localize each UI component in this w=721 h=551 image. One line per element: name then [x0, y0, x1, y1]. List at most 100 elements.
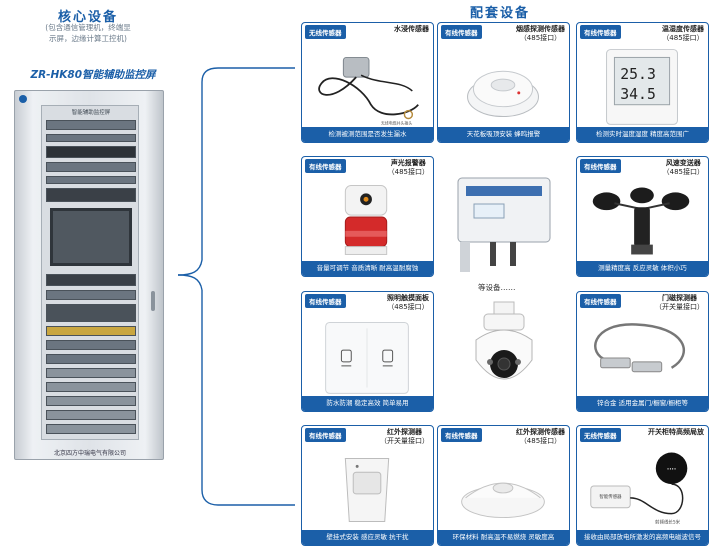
device-label: 智能传感器 [599, 493, 622, 500]
card-name: 风速变送器（485接口） [663, 159, 704, 177]
card-tag: 有线传感器 [580, 25, 621, 39]
rack-unit [46, 274, 136, 286]
card-interface: （开关量接口） [380, 437, 429, 445]
svg-text:••••: •••• [667, 466, 676, 471]
control-cabinet-image: 智能辅助监控屏 北京四方中瑞电气有限公司 [14, 90, 164, 460]
card-pir-detector: 有线传感器 红外探测器（开关量接口） 壁挂式安装 感应灵敏 抗干扰 [301, 425, 434, 546]
temperature-humidity-sensor-icon: 25.3 34.5 [606, 49, 678, 125]
card-name-text: 照明触摸面板 [387, 294, 429, 302]
card-caption: 锌合金 适用金属门/橱窗/橱柜等 [577, 396, 708, 411]
card-caption: 测量精度高 反应灵敏 体积小巧 [577, 261, 708, 276]
alarm-siren-icon [344, 185, 388, 255]
card-uhf-partial-discharge: 无线传感器 开关柜特高频局放 •••• 智能传感器 射频线长5米 接收由局部放电… [576, 425, 709, 546]
cabinet-label: 智能辅助监控屏 [71, 110, 111, 116]
card-caption: 天花板吸顶安装 蜂鸣报警 [438, 127, 569, 142]
card-name-text: 温湿度传感器 [662, 25, 704, 33]
company-name: 北京四方中瑞电气有限公司 [53, 450, 126, 457]
card-name-text: 红外探测器 [387, 428, 422, 436]
card-name: 红外探测器（开关量接口） [380, 428, 429, 446]
card-caption: 检测被测范围是否发生漏水 [302, 127, 433, 142]
card-name: 声光报警器（485接口） [388, 159, 429, 177]
matching-equipment-title: 配套设备 [469, 6, 530, 21]
rack-unit [46, 120, 136, 130]
card-name: 温湿度传感器（485接口） [662, 25, 704, 43]
touch-panel-icon [325, 322, 409, 394]
uhf-partial-discharge-icon: •••• 智能传感器 射频线长5米 [590, 452, 688, 525]
card-caption: 防水防潮 稳定高效 简单易用 [302, 396, 433, 411]
card-name: 照明触摸面板（485接口） [387, 294, 429, 312]
rack-unit [46, 188, 136, 202]
wire-note: 无线电缆并头插头 [381, 120, 412, 125]
card-temperature-humidity-sensor: 有线传感器 温湿度传感器（485接口） 25.3 34.5 检测实时温度湿度 精… [576, 22, 709, 143]
card-name-text: 风速变送器 [665, 159, 701, 167]
card-tag: 无线传感器 [580, 428, 621, 442]
smoke-detector-icon [467, 70, 539, 118]
water-leak-sensor-icon: 无线电缆并头插头 [318, 56, 419, 125]
display-screen [50, 208, 132, 266]
etc-label: 等设备…… [478, 283, 516, 292]
card-interface: （485接口） [662, 34, 704, 42]
rack-unit [46, 146, 136, 158]
subtitle-line-1: (包含通信管理机，终端显 [45, 23, 131, 32]
card-anemometer: 有线传感器 风速变送器（485接口） 测量精度高 反应灵敏 体积小巧 [576, 156, 709, 277]
card-tag: 有线传感器 [441, 428, 482, 442]
card-door-magnet-detector: 有线传感器 门磁探测器（开关量接口） 锌合金 适用金属门/橱窗/橱柜等 [576, 291, 709, 412]
card-name-text: 声光报警器 [390, 159, 426, 167]
card-name-text: 门磁探测器 [662, 294, 697, 302]
card-tag: 有线传感器 [305, 294, 346, 308]
connector-brace [177, 67, 295, 506]
cabinet-handle [151, 291, 155, 311]
rack-unit [46, 368, 136, 378]
extra-devices [440, 160, 570, 420]
rack-unit [46, 424, 136, 434]
card-name: 水浸传感器 [394, 25, 429, 34]
card-tag: 无线传感器 [305, 25, 346, 39]
card-alarm-siren: 有线传感器 声光报警器（485接口） 音量可调节 音质清晰 耐高温耐腐蚀 [301, 156, 434, 277]
rack-unit [46, 382, 136, 392]
card-touch-panel: 有线传感器 照明触摸面板（485接口） 防水防潮 稳定高效 简单易用 [301, 291, 434, 412]
card-tag: 有线传感器 [305, 159, 346, 173]
ptz-camera-icon [475, 301, 533, 380]
card-caption: 接收由局部放电所激发的高频电磁波信号 [577, 530, 708, 545]
core-device-title: 核心设备 [57, 10, 118, 25]
subtitle-line-2: 示屏，边缘计算工控机) [49, 34, 127, 43]
card-name-text: 开关柜特高频局放 [648, 428, 704, 436]
card-tag: 有线传感器 [580, 159, 621, 173]
card-tag: 有线传感器 [441, 25, 482, 39]
card-interface: （485接口） [662, 168, 704, 176]
rack-unit [46, 396, 136, 406]
rack-unit [46, 354, 136, 364]
card-interface: （485接口） [387, 303, 429, 311]
card-name: 烟感探测传感器（485接口） [516, 25, 565, 43]
rack-unit [46, 410, 136, 420]
anemometer-icon [592, 187, 690, 255]
card-interface: （开关量接口） [655, 303, 704, 311]
humidity-readout: 34.5 [620, 86, 656, 103]
card-name-text: 烟感探测传感器 [516, 25, 565, 33]
rack-unit [46, 304, 136, 322]
door-magnet-icon [594, 323, 686, 373]
logo-icon [19, 95, 27, 103]
rack-unit [46, 176, 136, 184]
rack-unit [46, 134, 136, 142]
card-name-text: 水浸传感器 [394, 25, 429, 33]
cabinet-title: ZR-HK80智能辅助监控屏 [30, 69, 156, 81]
rack-unit [46, 290, 136, 300]
card-name: 门磁探测器（开关量接口） [655, 294, 704, 312]
card-interface: （485接口） [519, 34, 562, 42]
card-name-text: 红外探测传感器 [516, 428, 565, 436]
rack-unit [46, 340, 136, 350]
card-water-leak-sensor: 无线传感器 水浸传感器 无线电缆并头插头 检测被测范围是否发生漏水 [301, 22, 434, 143]
card-caption: 检测实时温度湿度 精度高范围广 [577, 127, 708, 142]
card-interface: （485接口） [387, 168, 429, 176]
controller-box-icon [457, 177, 551, 272]
rack-unit [46, 162, 136, 172]
terminal-block [46, 326, 136, 336]
card-smoke-detector: 有线传感器 烟感探测传感器（485接口） 天花板吸顶安装 蜂鸣报警 [437, 22, 570, 143]
card-name: 红外探测传感器（485接口） [516, 428, 565, 446]
ceiling-ir-sensor-icon [461, 482, 545, 519]
card-interface: （485接口） [519, 437, 562, 445]
cable-length-label: 射频线长5米 [655, 518, 681, 525]
cabinet-rack: 智能辅助监控屏 [41, 105, 139, 440]
card-ceiling-ir-sensor: 有线传感器 红外探测传感器（485接口） 环保材料 耐高温不易燃烧 灵敏度高 [437, 425, 570, 546]
